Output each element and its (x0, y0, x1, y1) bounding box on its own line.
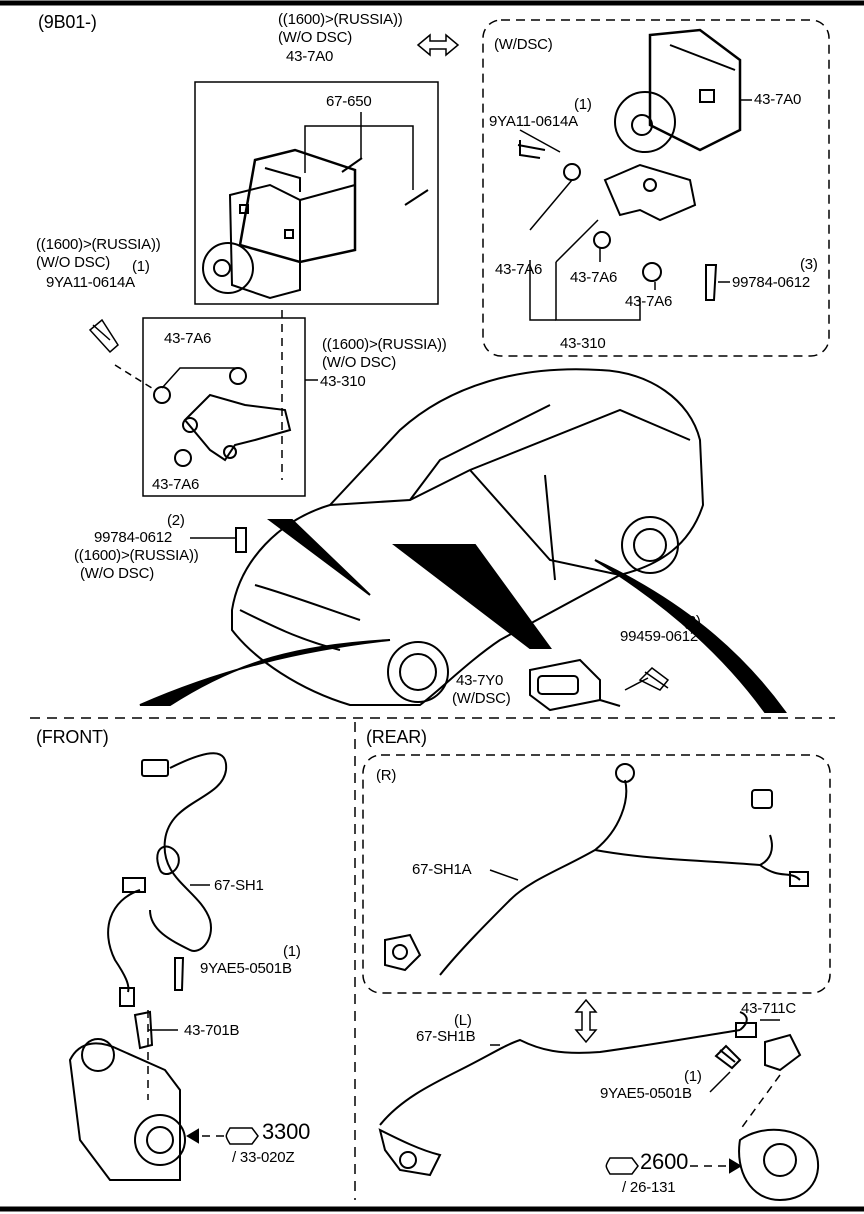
double-arrow-icon (416, 33, 460, 57)
rear-right-harness-part[interactable]: 67-SH1A (412, 861, 472, 878)
dsc-nut-qty: (3) (800, 256, 818, 273)
bolt-qty: (1) (132, 258, 150, 275)
hydraulic-unit-dsc (517, 28, 742, 301)
hu-condition-2: (W/O DSC) (278, 29, 353, 46)
front-wheel-sensor-harness (68, 752, 228, 1181)
front-title: (FRONT) (36, 727, 109, 747)
dsc-insulator-1[interactable]: 43-7A6 (495, 261, 543, 278)
up-down-arrow-icon (574, 998, 598, 1044)
insulator-b-part[interactable]: 43-7A6 (152, 476, 200, 493)
bracket-condition-1: ((1600)>(RUSSIA)) (322, 336, 447, 353)
rear-sensor-part[interactable]: 43-711C (741, 1000, 797, 1017)
yaw-bolt-qty: (2) (683, 613, 701, 630)
stud-part-number[interactable]: 67-650 (326, 93, 372, 110)
bracket-condition-2: (W/O DSC) (322, 354, 397, 371)
bolt-part-number[interactable]: 9YA11-0614A (46, 274, 135, 291)
yaw-sensor-condition: (W/DSC) (452, 690, 511, 707)
hu-condition-1: ((1600)>(RUSSIA)) (278, 11, 403, 28)
nut-qty: (2) (167, 512, 185, 529)
nut-part-number[interactable]: 99784-0612 (94, 529, 173, 546)
diagram-code: (9B01-) (38, 12, 97, 32)
front-harness-part[interactable]: 67-SH1 (214, 877, 264, 894)
yaw-bolt-part-number[interactable]: 99459-0612 (620, 628, 699, 645)
rear-left-label: (L) (454, 1012, 472, 1029)
dsc-bracket-part-number[interactable]: 43-310 (560, 335, 606, 352)
rear-right-harness (384, 763, 809, 976)
hu-part-number[interactable]: 43-7A0 (286, 48, 334, 65)
front-bolt-part-number[interactable]: 9YAE5-0501B (200, 960, 292, 977)
yaw-sensor (529, 658, 621, 712)
rear-reference-number[interactable]: 2600 (640, 1149, 689, 1174)
front-sensor-part[interactable]: 43-701B (184, 1022, 240, 1039)
rear-right-label: (R) (376, 767, 397, 784)
nut-condition-1: ((1600)>(RUSSIA)) (74, 547, 199, 564)
bolt-condition-2: (W/O DSC) (36, 254, 111, 271)
dsc-nut-part-number[interactable]: 99784-0612 (732, 274, 811, 291)
insulator-a-part[interactable]: 43-7A6 (164, 330, 212, 347)
dsc-insulator-3[interactable]: 43-7A6 (625, 293, 673, 310)
dsc-bolt-qty: (1) (574, 96, 592, 113)
dsc-hu-part-number[interactable]: 43-7A0 (754, 91, 802, 108)
dsc-bolt-part-number[interactable]: 9YA11-0614A (489, 113, 578, 130)
hydraulic-unit-left (202, 148, 429, 300)
rear-bolt-qty: (1) (684, 1068, 702, 1085)
bracket-part-number[interactable]: 43-310 (320, 373, 366, 390)
rear-bolt-part-number[interactable]: 9YAE5-0501B (600, 1085, 692, 1102)
bolt-condition-1: ((1600)>(RUSSIA)) (36, 236, 161, 253)
dsc-title: (W/DSC) (494, 36, 553, 53)
rear-left-harness-part[interactable]: 67-SH1B (416, 1028, 476, 1045)
front-reference-sub[interactable]: / 33-020Z (232, 1149, 295, 1166)
rear-title: (REAR) (366, 727, 427, 747)
yaw-sensor-part-number[interactable]: 43-7Y0 (456, 672, 504, 689)
nut-condition-2: (W/O DSC) (80, 565, 155, 582)
bracket-left (153, 367, 292, 467)
rear-left-harness (378, 1011, 820, 1202)
front-bolt-qty: (1) (283, 943, 301, 960)
front-reference-number[interactable]: 3300 (262, 1119, 311, 1144)
dsc-insulator-2[interactable]: 43-7A6 (570, 269, 618, 286)
rear-reference-sub[interactable]: / 26-131 (622, 1179, 676, 1196)
